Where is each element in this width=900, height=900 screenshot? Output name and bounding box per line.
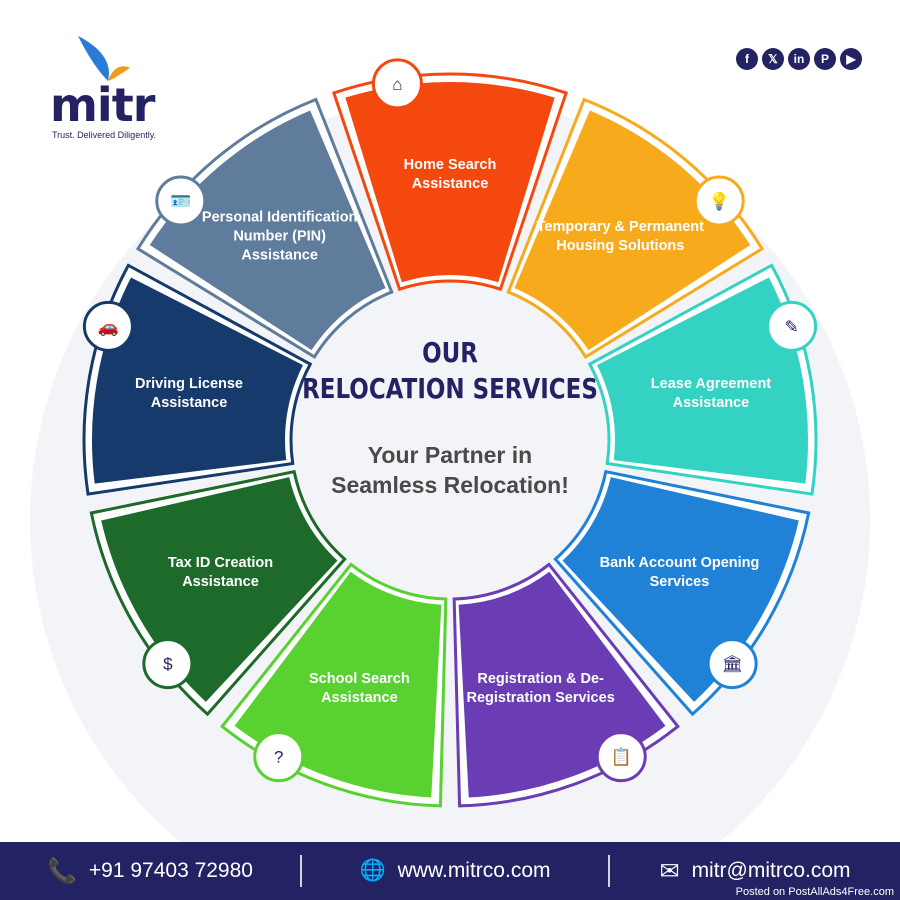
house-search-icon	[371, 58, 423, 110]
brand-name: mitr	[50, 78, 155, 132]
subtitle-line-2: Seamless Relocation!	[331, 472, 569, 498]
center-subtitle: Your Partner in Seamless Relocation!	[331, 440, 569, 500]
bird-icon	[78, 36, 130, 81]
website-link[interactable]: www.mitrco.com	[397, 859, 551, 882]
pinterest-icon[interactable]: P	[814, 48, 836, 70]
service-label: Personal Identification Number (PIN) Ass…	[201, 209, 358, 264]
book-search-icon	[253, 731, 305, 783]
license-card-icon-glyph: 🚗	[98, 317, 119, 336]
service-label: Temporary & Permanent Housing Solutions	[536, 218, 704, 254]
bank-icon-glyph: 🏛	[721, 655, 743, 674]
phone-icon: 📞	[47, 857, 77, 885]
youtube-icon[interactable]: ▶	[840, 48, 862, 70]
x-icon[interactable]: 𝕏	[762, 48, 784, 70]
service-segment[interactable]	[92, 277, 303, 484]
phone-number: +91 97403 72980	[88, 859, 253, 882]
service-segment[interactable]	[514, 110, 751, 351]
tax-person-icon	[142, 638, 194, 690]
subtitle-line-1: Your Partner in	[367, 442, 533, 468]
brand-tagline: Trust. Delivered Diligently.	[52, 130, 157, 140]
clipboard-icon	[595, 731, 647, 783]
facebook-icon[interactable]: f	[736, 48, 758, 70]
service-segment[interactable]	[149, 110, 386, 351]
contract-icon	[766, 300, 818, 352]
title-line-1: OUR	[422, 336, 478, 369]
email-link[interactable]: mitr@mitrco.com	[691, 859, 851, 882]
service-segment[interactable]	[345, 82, 555, 283]
service-label: Bank Account Opening Services	[599, 554, 760, 590]
title-line-2: RELOCATION SERVICES	[302, 372, 598, 405]
id-badge-icon-glyph: 🪪	[170, 192, 191, 211]
mail-icon: ✉	[659, 857, 680, 885]
service-label: School Search Assistance	[308, 671, 410, 707]
service-label: Driving License Assistance	[135, 375, 243, 411]
service-segment[interactable]	[597, 277, 808, 484]
service-label: Registration & De-Registration Services	[466, 671, 615, 707]
divider	[608, 855, 610, 887]
book-search-icon-glyph: ?	[274, 748, 283, 767]
tax-person-icon-glyph: $	[163, 655, 173, 674]
id-badge-icon	[155, 175, 207, 227]
house-bulb-icon	[693, 175, 745, 227]
watermark: Posted on PostAllAds4Free.com	[735, 886, 894, 898]
service-label: Lease Agreement Assistance	[650, 375, 772, 411]
contract-icon-glyph: ✎	[784, 317, 798, 336]
clipboard-icon-glyph: 📋	[611, 747, 632, 767]
divider	[300, 855, 302, 887]
linkedin-icon[interactable]: in	[788, 48, 810, 70]
house-bulb-icon-glyph: 💡	[709, 191, 730, 211]
center-title: OUR RELOCATION SERVICES	[302, 335, 598, 407]
service-label: Tax ID Creation Assistance	[167, 554, 274, 590]
house-search-icon-glyph: ⌂	[392, 75, 402, 94]
phone-contact[interactable]: 📞 +91 97403 72980	[0, 857, 300, 886]
bank-icon	[706, 638, 758, 690]
email-contact[interactable]: ✉ mitr@mitrco.com	[610, 857, 900, 886]
contact-footer: 📞 +91 97403 72980 🌐 www.mitrco.com ✉ mit…	[0, 842, 900, 900]
service-label: Home Search Assistance	[403, 157, 497, 192]
website-contact[interactable]: 🌐 www.mitrco.com	[302, 859, 608, 883]
globe-icon: 🌐	[359, 859, 386, 882]
license-card-icon	[82, 300, 134, 352]
